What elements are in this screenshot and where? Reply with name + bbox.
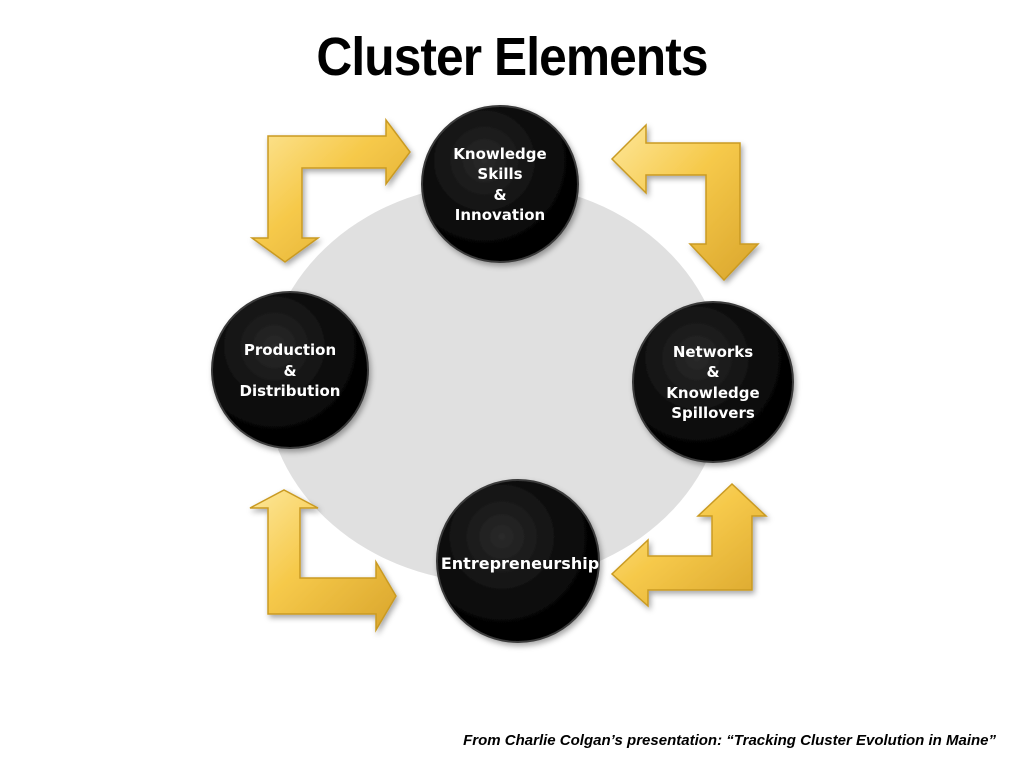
arrow-bottom-left [249, 489, 397, 633]
node-knowledge-line-3: & [493, 186, 506, 204]
arrow-bottom-right [610, 482, 768, 608]
node-production-line-2: & [283, 362, 296, 380]
node-production-line-3: Distribution [240, 382, 341, 400]
node-knowledge-line-1: Knowledge [453, 145, 546, 163]
node-knowledge: Knowledge Skills & Innovation [421, 105, 579, 263]
node-networks: Networks & Knowledge Spillovers [632, 301, 794, 463]
node-knowledge-line-2: Skills [477, 165, 522, 183]
source-caption: From Charlie Colgan’s presentation: “Tra… [463, 732, 996, 749]
node-networks-line-3: Knowledge [666, 384, 759, 402]
node-production: Production & Distribution [211, 291, 369, 449]
node-networks-line-1: Networks [673, 343, 753, 361]
node-production-line-1: Production [244, 341, 336, 359]
background-ellipse [265, 183, 725, 583]
node-networks-line-2: & [706, 363, 719, 381]
node-networks-line-4: Spillovers [671, 404, 755, 422]
node-knowledge-line-4: Innovation [455, 206, 545, 224]
node-entrepreneurship: Entrepreneurship [436, 479, 600, 643]
arrow-top-left [249, 117, 411, 263]
slide-title: Cluster Elements [316, 27, 708, 87]
node-entrepreneurship-line-1: Entrepreneurship [441, 554, 599, 573]
arrow-top-right [610, 123, 760, 282]
